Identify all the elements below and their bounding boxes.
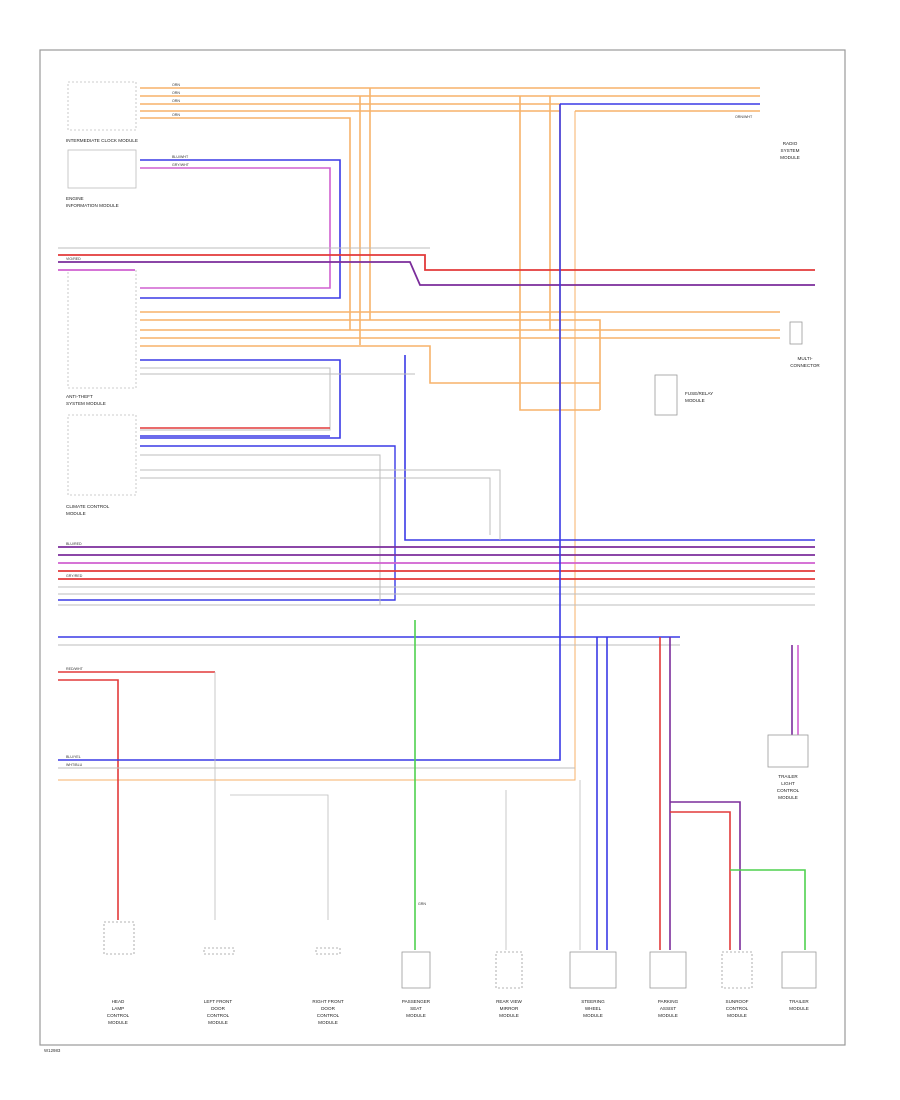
label-multi-connector-1: MULTI-: [798, 356, 813, 361]
label-multi-connector-2: CONNECTOR: [790, 363, 820, 368]
wire-label-gry-wht: GRY/WHT: [172, 163, 190, 167]
wire-label-orn-wht: ORN/WHT: [735, 115, 753, 119]
bottom-module-label-3-line-1: RIGHT FRONT: [312, 999, 343, 1004]
wire-label-orn-1: ORN: [172, 83, 180, 87]
bottom-module-boxes: [103, 734, 817, 989]
wire-label-blu-yel: BLU/YEL: [66, 755, 81, 759]
bottom-module-label-2-line-2: DOOR: [211, 1006, 225, 1011]
top-wire-bundle: [58, 87, 760, 781]
label-right-lower-2: LIGHT: [781, 781, 795, 786]
right-lower-module-labels: TRAILER LIGHT CONTROL MODULE: [777, 774, 800, 800]
wire-label-orn-3: ORN: [172, 99, 180, 103]
wire-label-blu-red: BLU/RED: [66, 542, 82, 546]
crossing-bus: [58, 247, 815, 286]
bottom-module-label-9-line-1: TRAILER: [789, 999, 809, 1004]
connector-box-engine-info: [67, 149, 137, 189]
bottom-module-label-2-line-4: MODULE: [208, 1020, 228, 1025]
label-right-lower-4: MODULE: [778, 795, 798, 800]
component-labels: INTERMEDIATE CLOCK MODULE ENGINE INFORMA…: [66, 138, 820, 516]
bottom-module-label-6-line-3: MODULE: [583, 1013, 603, 1018]
bottom-module-label-1-line-3: CONTROL: [107, 1013, 130, 1018]
lower-bus: [58, 104, 806, 950]
wire-label-wht-blu: WHT/BLU: [66, 763, 83, 767]
label-radio-3: MODULE: [780, 155, 800, 160]
label-radio-1: RADIO: [783, 141, 798, 146]
bottom-module-label-5-line-1: REAR VIEW: [496, 999, 522, 1004]
wire-label-orn-2: ORN: [172, 91, 180, 95]
label-right-lower-1: TRAILER: [778, 774, 798, 779]
bottom-module-label-8-line-3: MODULE: [727, 1013, 747, 1018]
diagram-code: W12983: [44, 1048, 61, 1053]
label-engine-info-1: ENGINE: [66, 196, 84, 201]
engine-info-wires: [140, 159, 341, 299]
wire-label-grn: GRN: [418, 902, 426, 906]
label-fuse-relay-1: FUSE/RELAY: [685, 391, 713, 396]
bottom-module-labels: HEAD LAMP CONTROL MODULE LEFT FRONT DOOR CONTR…: [107, 999, 810, 1025]
label-intermediate-clock: INTERMEDIATE CLOCK MODULE: [66, 138, 138, 143]
bottom-module-label-8-line-2: CONTROL: [726, 1006, 749, 1011]
label-anti-theft-2: SYSTEM MODULE: [66, 401, 106, 406]
bottom-module-label-3-line-2: DOOR: [321, 1006, 335, 1011]
bottom-module-label-4-line-2: SEAT: [410, 1006, 422, 1011]
connector-box-anti-theft: [67, 269, 137, 389]
bottom-module-label-7-line-3: MODULE: [658, 1013, 678, 1018]
left-connector-boxes: [67, 81, 137, 496]
bottom-module-label-4-line-3: MODULE: [406, 1013, 426, 1018]
bottom-module-label-7-line-2: ASSIST: [660, 1006, 677, 1011]
label-anti-theft-1: ANTI-THEFT: [66, 394, 93, 399]
label-engine-info-2: INFORMATION MODULE: [66, 203, 119, 208]
bottom-module-label-2-line-1: LEFT FRONT: [204, 999, 232, 1004]
bottom-module-label-2-line-3: CONTROL: [207, 1013, 230, 1018]
wire-label-gry-red: GRY/RED: [66, 574, 83, 578]
bottom-module-label-6-line-1: STEERING: [581, 999, 605, 1004]
connector-box-climate: [67, 414, 137, 496]
label-fuse-relay-2: MODULE: [685, 398, 705, 403]
label-right-lower-3: CONTROL: [777, 788, 800, 793]
bottom-module-label-1-line-2: LAMP: [112, 1006, 125, 1011]
label-climate-2: MODULE: [66, 511, 86, 516]
bottom-module-label-5-line-3: MODULE: [499, 1013, 519, 1018]
connector-box-intermediate-clock: [67, 81, 137, 131]
bottom-module-label-3-line-3: CONTROL: [317, 1013, 340, 1018]
main-bus: [58, 546, 815, 606]
relay-module-symbol: [654, 321, 803, 416]
bottom-module-label-7-line-1: PARKING: [658, 999, 679, 1004]
wire-label-orn-4: ORN: [172, 113, 180, 117]
bottom-module-label-5-line-2: MIRROR: [500, 1006, 519, 1011]
label-radio-2: SYSTEM: [781, 148, 800, 153]
bottom-module-label-6-line-2: WHEEL: [585, 1006, 602, 1011]
bottom-module-label-3-line-4: MODULE: [318, 1020, 338, 1025]
label-climate-1: CLIMATE CONTROL: [66, 504, 110, 509]
anti-theft-wires: [140, 311, 815, 541]
wire-label-vio-red: VIO/RED: [66, 257, 81, 261]
bottom-module-label-1-line-1: HEAD: [112, 999, 125, 1004]
wire-label-blu-wht: BLU/WHT: [172, 155, 189, 159]
diagram-border: [39, 49, 846, 1046]
bottom-module-label-1-line-4: MODULE: [108, 1020, 128, 1025]
bottom-module-label-4-line-1: PASSENGER: [402, 999, 431, 1004]
bottom-module-label-9-line-2: MODULE: [789, 1006, 809, 1011]
bottom-module-label-8-line-1: SUNROOF: [726, 999, 749, 1004]
wire-label-red-wht: RED/WHT: [66, 667, 84, 671]
wire-code-labels: ORN ORN ORN ORN BLU/WHT GRY/WHT VIO/RED …: [66, 83, 753, 906]
